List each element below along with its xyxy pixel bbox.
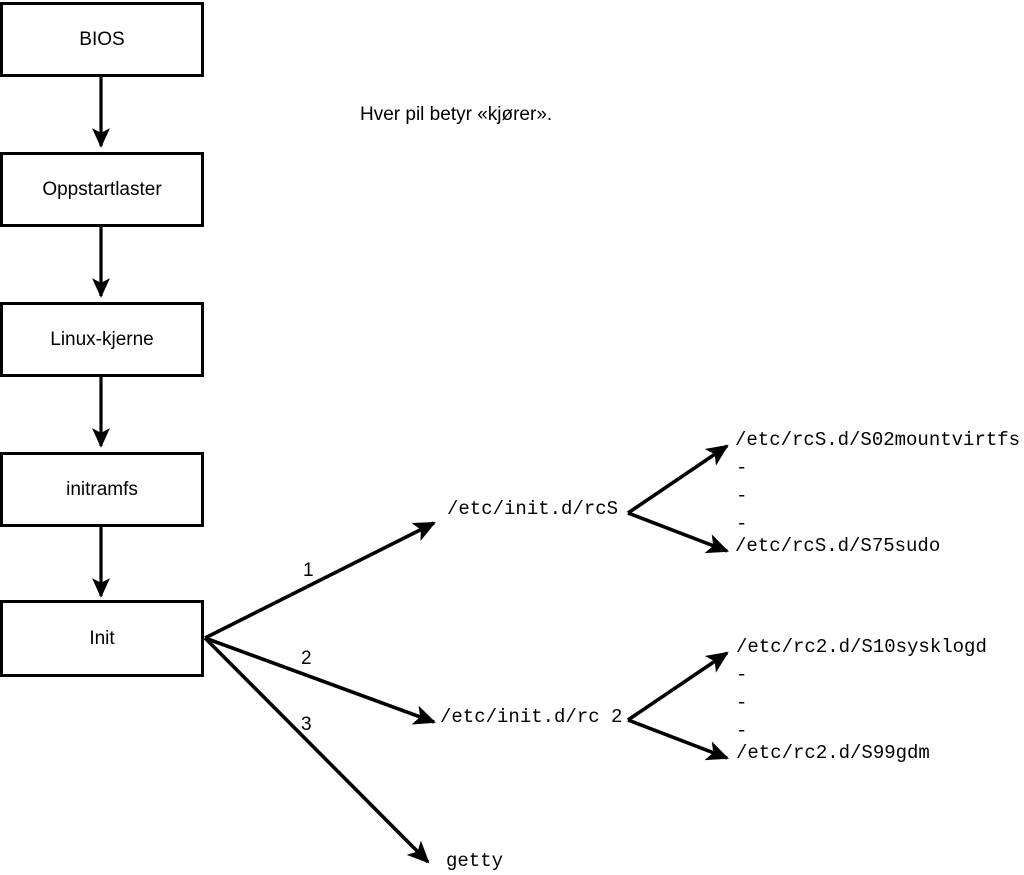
node-rcs-d-first[interactable]: /etc/rcS.d/S02mountvirtfs <box>735 429 1021 451</box>
node-rc2-d-last[interactable]: /etc/rc2.d/S99gdm <box>736 742 930 764</box>
rcs-ellipsis-dash-1: - <box>736 457 748 479</box>
edge-rcs-to-last <box>627 511 730 554</box>
node-initramfs-label: initramfs <box>66 479 138 500</box>
edge-rcs-to-first <box>626 444 729 515</box>
node-init-label: Init <box>89 628 115 649</box>
edge-rc2-to-last <box>627 718 730 761</box>
node-init-d-rcs[interactable]: /etc/init.d/rcS <box>447 498 619 520</box>
node-rcs-d-last[interactable]: /etc/rcS.d/S75sudo <box>735 535 941 557</box>
edge-rc2-to-first <box>626 651 729 722</box>
rc2-ellipsis-dash-3: - <box>736 720 748 742</box>
node-bootloader[interactable]: Oppstartlaster <box>0 152 204 227</box>
node-bios-label: BIOS <box>79 29 125 50</box>
edge-label-2: 2 <box>301 648 312 669</box>
edge-init-to-rcs <box>204 521 436 640</box>
node-linux-kernel-label: Linux-kjerne <box>50 329 154 350</box>
rc2-ellipsis-dash-2: - <box>736 692 748 714</box>
rcs-ellipsis-dash-2: - <box>736 485 748 507</box>
node-rc2-d-first[interactable]: /etc/rc2.d/S10sysklogd <box>736 636 987 658</box>
node-initramfs[interactable]: initramfs <box>0 452 204 527</box>
node-init-d-rc2[interactable]: /etc/init.d/rc 2 <box>440 706 623 728</box>
edge-label-3: 3 <box>301 714 312 735</box>
edge-init-to-getty <box>203 636 430 864</box>
node-bios[interactable]: BIOS <box>0 2 204 77</box>
edge-label-1: 1 <box>303 560 314 581</box>
rc2-ellipsis-dash-1: - <box>736 664 748 686</box>
edge-init-to-rc2 <box>204 636 437 725</box>
rcs-ellipsis-dash-3: - <box>736 513 748 535</box>
diagram-note: Hver pil betyr «kjører». <box>360 104 553 125</box>
node-init[interactable]: Init <box>0 600 204 677</box>
node-bootloader-label: Oppstartlaster <box>42 179 162 200</box>
node-linux-kernel[interactable]: Linux-kjerne <box>0 302 204 377</box>
node-getty[interactable]: getty <box>446 850 504 872</box>
